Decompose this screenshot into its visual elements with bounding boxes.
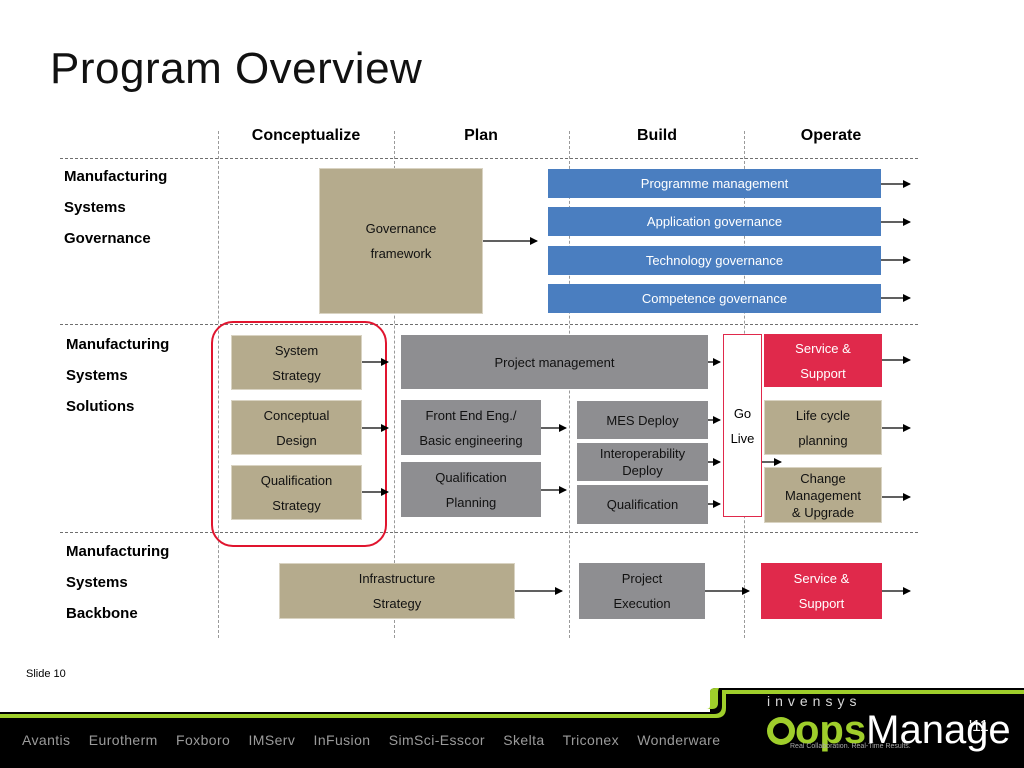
application-governance-box: Application governance	[548, 207, 881, 236]
product-year: '11	[969, 718, 989, 735]
row-divider	[60, 158, 918, 159]
product-logo: opsManage	[795, 708, 1011, 752]
page-title: Program Overview	[50, 44, 423, 93]
service-support-backbone-box: Service &Support	[761, 563, 882, 619]
phase-conceptualize: Conceptualize	[251, 127, 361, 144]
phase-plan: Plan	[464, 127, 498, 144]
highlight-oval	[211, 321, 387, 547]
phase-operate: Operate	[800, 127, 862, 144]
row-label-solutions: Manufacturing Systems Solutions	[66, 336, 170, 415]
phase-build: Build	[637, 127, 677, 144]
column-divider	[218, 131, 219, 638]
front-end-engineering-box: Front End Eng./Basic engineering	[401, 400, 541, 455]
technology-governance-box: Technology governance	[548, 246, 881, 275]
row-label-governance: Manufacturing Systems Governance	[64, 168, 168, 247]
column-divider	[394, 131, 395, 638]
row-label-backbone: Manufacturing Systems Backbone	[66, 543, 170, 622]
footer-banner	[0, 688, 1024, 768]
competence-governance-box: Competence governance	[548, 284, 881, 313]
service-support-box: Service &Support	[764, 334, 882, 387]
brand-list: Avantis Eurotherm Foxboro IMServ InFusio…	[22, 732, 721, 748]
company-logo: invensys	[767, 693, 862, 709]
programme-management-box: Programme management	[548, 169, 881, 198]
slide-number: Slide 10	[26, 668, 66, 680]
project-management-box: Project management	[401, 335, 708, 389]
row-divider	[60, 532, 918, 533]
mes-deploy-box: MES Deploy	[577, 401, 708, 439]
qualification-box: Qualification	[577, 485, 708, 524]
row-divider	[60, 324, 918, 325]
product-tagline: Real Collaboration. Real-Time Results.	[790, 743, 911, 750]
